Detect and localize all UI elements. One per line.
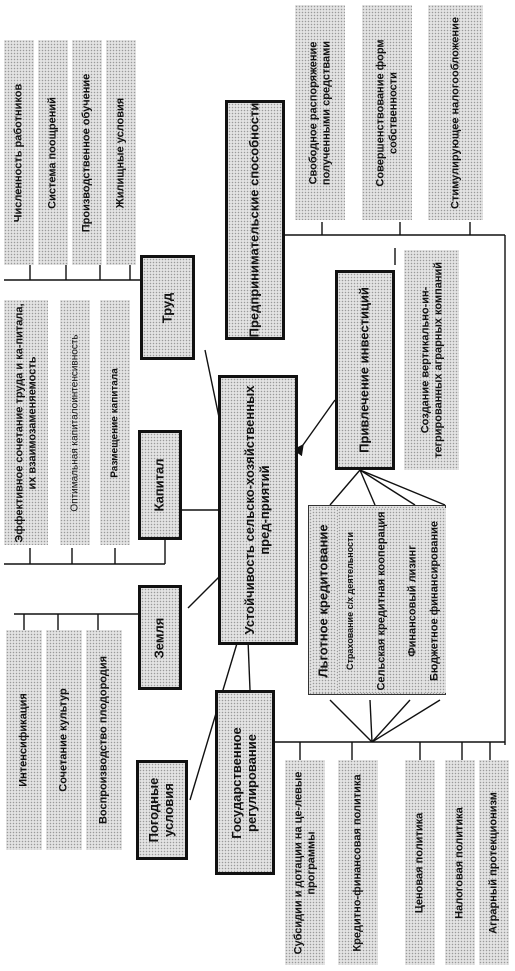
zemlya-item-3: Воспроизводство плодородия (86, 630, 122, 850)
lizing-item: Финансовый лизинг (402, 508, 424, 693)
koop-item: Сельская кредитная кооперация (362, 508, 402, 693)
gos-item-2: Кредитно-финансовая политика (338, 760, 378, 965)
zemlya-item-1: Интенсификация (6, 630, 42, 850)
gos-box: Государственное регулирование (215, 690, 275, 875)
kapital-item-1: Эффективное сочетание труда и ка-питала,… (4, 300, 48, 545)
invest-right: Создание вертикально-ин-тегрированных аг… (404, 250, 459, 470)
predprin-box: Предпринимательские способности (225, 100, 285, 340)
pogodnye-box: Погодные условия (136, 760, 188, 860)
budget-item: Бюджетное финансирование (424, 508, 446, 693)
gos-item-5: Аграрный протекционизм (479, 760, 509, 965)
trud-item-3: Производственное обучение (72, 40, 102, 265)
predprin-item-3: Стимулирующее налогообложение (428, 5, 483, 220)
trud-item-4: Жилищные условия (106, 40, 136, 265)
gos-item-4: Налоговая политика (445, 760, 475, 965)
kapital-item-3: Размещение капитала (100, 300, 130, 545)
zemlya-box: Земля (138, 585, 182, 690)
invest-box: Привлечение инвестиций (335, 270, 395, 470)
kapital-item-2: Оптимальная капиталоинтенсивность (60, 300, 90, 545)
trud-box: Труд (140, 255, 195, 360)
lgotnoe-item: Льготное кредитование (312, 508, 336, 693)
strah-item: Страхование с/х деятельности (338, 508, 362, 693)
gos-item-1: Субсидии и дотации на це-левые программы (285, 760, 325, 965)
zemlya-item-2: Сочетание культур (46, 630, 82, 850)
predprin-item-2: Совершенствование форм собственности (362, 5, 412, 220)
trud-item-2: Система поощрений (38, 40, 68, 265)
predprin-item-1: Свободное распоряжение полученными средс… (295, 5, 345, 220)
central-box: Устойчивость сельско-хозяйственных пред-… (218, 375, 298, 645)
gos-item-3: Ценовая политика (405, 760, 435, 965)
kapital-box: Капитал (138, 430, 182, 540)
trud-item-1: Численность работников (4, 40, 34, 265)
